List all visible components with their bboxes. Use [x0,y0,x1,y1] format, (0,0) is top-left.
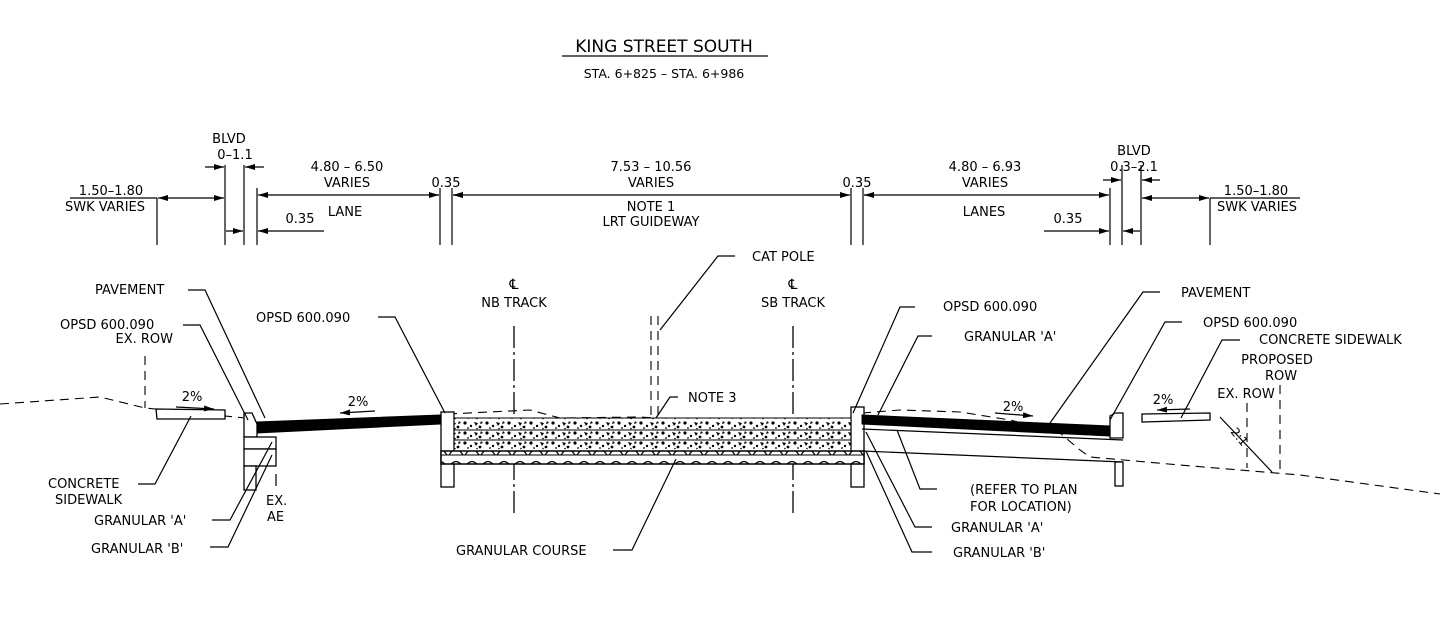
right-conc-sidewalk-label: CONCRETE SIDEWALK [1259,333,1402,348]
left-lane-offset: 0.35 [286,212,315,227]
right-gran-b-label: GRANULAR 'B' [953,546,1045,561]
right-sidewalk-slope: 2% [1153,393,1174,408]
right-blvd-label: BLVD [1117,144,1151,159]
refer-plan-label-1: (REFER TO PLAN [970,483,1077,498]
left-lane-varies: VARIES [324,176,370,191]
right-gran-a-top-label: GRANULAR 'A' [964,330,1056,345]
left-gap-width: 0.35 [432,176,461,191]
left-sidewalk-width: 1.50–1.80 [79,184,143,199]
title-stations: STA. 6+825 – STA. 6+986 [584,66,745,81]
callouts: CAT POLE NOTE 3 PAVEMENT OPSD 600.090 EX… [48,250,1402,561]
right-sidewalk-width: 1.50–1.80 [1224,184,1288,199]
granular-course-layer [440,450,865,465]
center-left-opsd-label: OPSD 600.090 [256,311,350,326]
right-sidewalk-label: SWK VARIES [1217,200,1297,215]
left-guideway-curb [440,411,455,488]
left-ex-row-label: EX. ROW [115,332,173,347]
right-lane-slope: 2% [1003,400,1024,415]
guideway-label: LRT GUIDEWAY [602,215,699,230]
left-sidewalk-label: SWK VARIES [65,200,145,215]
left-lane-width: 4.80 – 6.50 [311,160,384,175]
fill-slope-line [1219,416,1273,473]
note3-label: NOTE 3 [688,391,737,406]
left-conc-sidewalk-label-1: CONCRETE [48,477,120,492]
nb-track-label: NB TRACK [481,296,547,311]
right-opsd-center-label: OPSD 600.090 [943,300,1037,315]
right-gap-width: 0.35 [843,176,872,191]
cat-pole-label: CAT POLE [752,250,815,265]
drawing-title: KING STREET SOUTH STA. 6+825 – STA. 6+98… [562,37,768,81]
dimension-string: 1.50–1.80 SWK VARIES BLVD 0–1.1 4.80 – 6… [65,132,1300,245]
granular-course-label: GRANULAR COURSE [456,544,587,559]
guideway-note: NOTE 1 [627,200,676,215]
left-concrete-sidewalk [155,408,226,420]
right-lane-label: LANES [963,205,1006,220]
guideway-width: 7.53 – 10.56 [611,160,692,175]
left-gran-b-label: GRANULAR 'B' [91,542,183,557]
left-lane-label: LANE [328,205,362,220]
ex-ae-label-2: AE [267,510,284,525]
title-main: KING STREET SOUTH [575,37,753,57]
ex-ae-label-1: EX. [266,494,287,509]
left-opsd-label: OPSD 600.090 [60,318,154,333]
right-pavement [861,414,1111,437]
right-lane-offset: 0.35 [1054,212,1083,227]
track-centerlines: ℄ NB TRACK ℄ SB TRACK [481,277,825,515]
right-opsd-label: OPSD 600.090 [1203,316,1297,331]
guideway-varies: VARIES [628,176,674,191]
left-blvd-label: BLVD [212,132,246,147]
sb-centerline-symbol: ℄ [788,277,798,293]
left-lane-slope: 2% [348,395,369,410]
left-blvd-width: 0–1.1 [217,148,252,163]
proposed-row-label-2: ROW [1265,369,1297,384]
nb-centerline-symbol: ℄ [509,277,519,293]
left-gran-a-label: GRANULAR 'A' [94,514,186,529]
left-roadway [155,408,441,491]
right-pavement-label: PAVEMENT [1181,286,1250,301]
right-roadway [861,412,1211,487]
right-gran-a-label: GRANULAR 'A' [951,521,1043,536]
left-conc-sidewalk-label-2: SIDEWALK [55,493,123,508]
right-concrete-sidewalk [1141,412,1211,423]
left-pavement [256,414,441,434]
right-lane-width: 4.80 – 6.93 [949,160,1022,175]
left-pavement-label: PAVEMENT [95,283,164,298]
sb-track-label: SB TRACK [761,296,825,311]
proposed-row-label-1: PROPOSED [1241,353,1313,368]
left-sidewalk-slope: 2% [182,390,203,405]
lrt-guideway [440,316,865,488]
right-ex-row-label: EX. ROW [1217,387,1275,402]
right-blvd-width: 0.3–2.1 [1110,160,1158,175]
refer-plan-label-2: FOR LOCATION) [970,500,1072,515]
right-lane-varies: VARIES [962,176,1008,191]
